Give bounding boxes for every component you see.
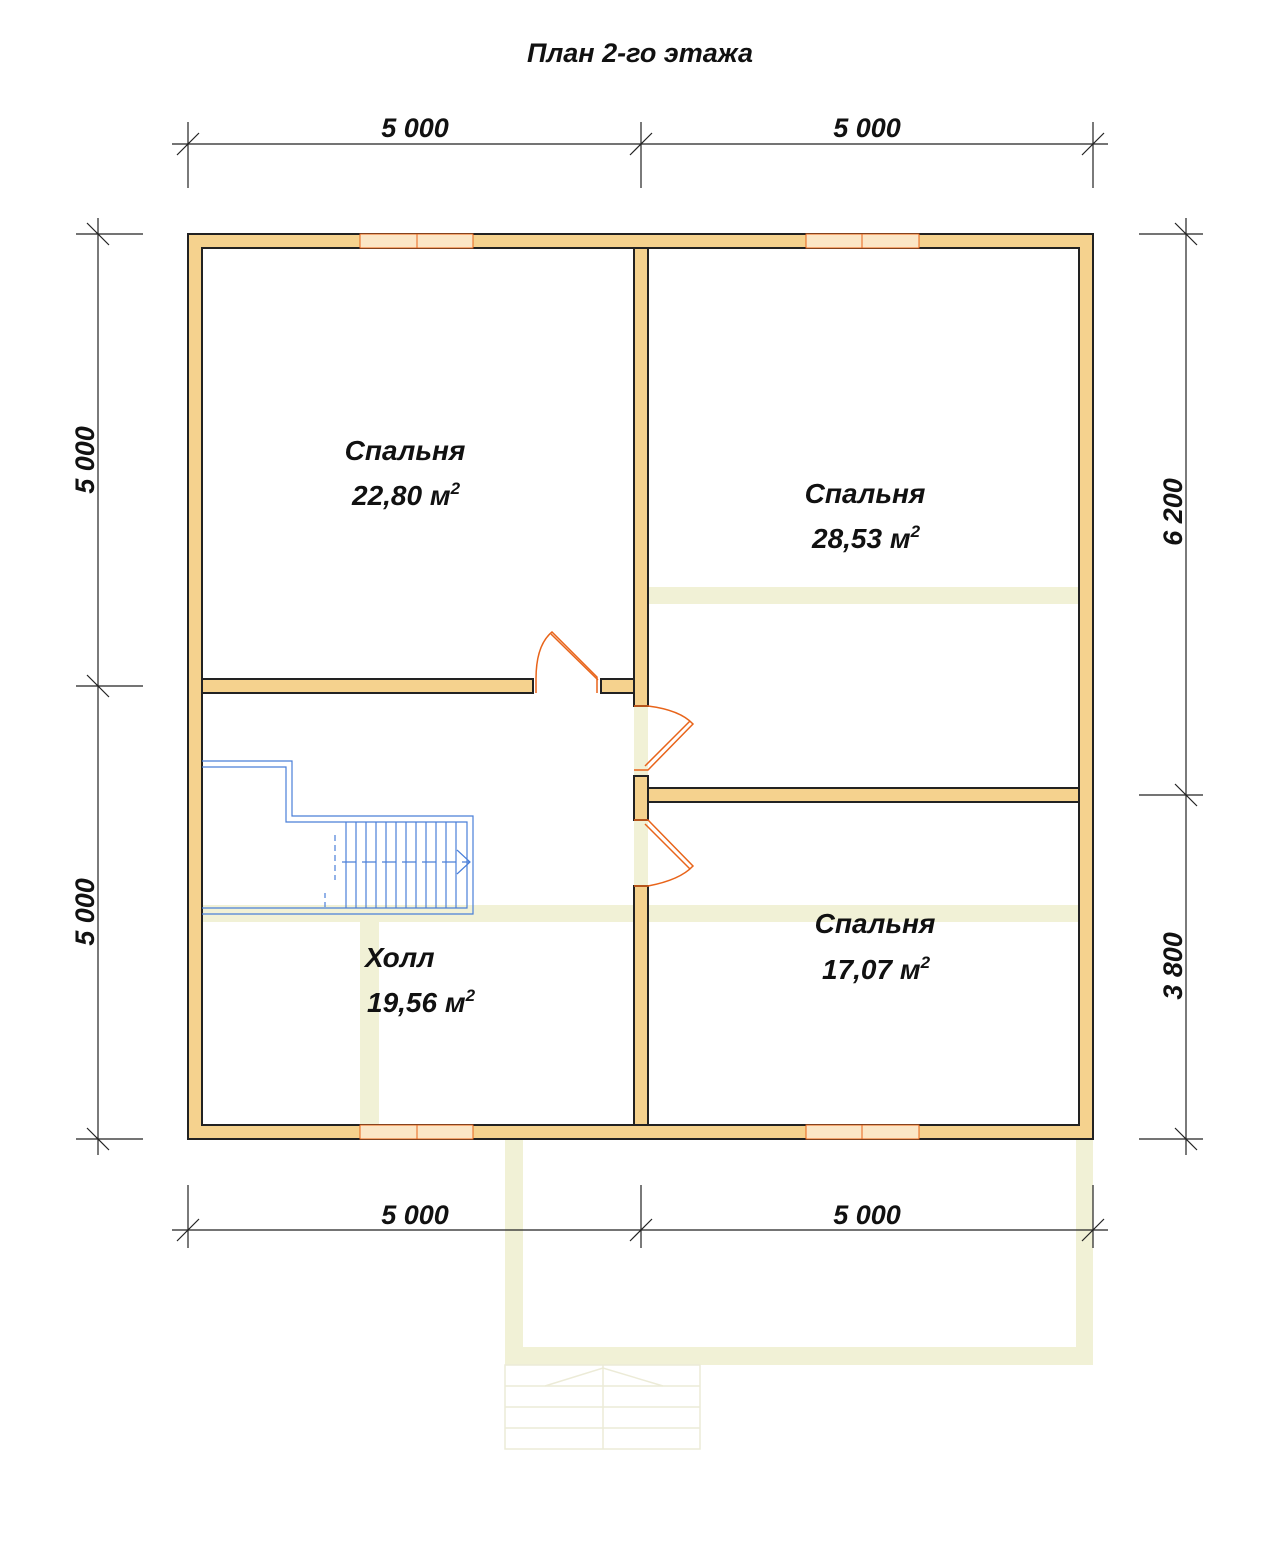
- dim-top-right: 5 000: [833, 113, 901, 143]
- dim-top-left: 5 000: [381, 113, 449, 143]
- dimension-lines: [76, 122, 1203, 1248]
- room-area-hall: 19,56 м2: [367, 986, 476, 1018]
- room-area-bedroom-1: 22,80 м2: [351, 479, 461, 511]
- walls: [187, 233, 1094, 1140]
- dim-left-upper: 5 000: [70, 426, 100, 494]
- terrace-outline: [505, 1138, 1093, 1365]
- dim-left-lower: 5 000: [70, 878, 100, 946]
- room-name-hall: Холл: [363, 942, 435, 973]
- dim-right-lower: 3 800: [1158, 932, 1188, 1000]
- dim-bottom-right: 5 000: [833, 1200, 901, 1230]
- doors: [535, 630, 695, 887]
- dim-bottom-left: 5 000: [381, 1200, 449, 1230]
- outdoor-steps: [504, 1364, 701, 1450]
- dim-right-upper: 6 200: [1158, 478, 1188, 546]
- plan-title: План 2-го этажа: [527, 38, 753, 68]
- room-name-bedroom-3: Спальня: [815, 908, 936, 939]
- room-name-bedroom-2: Спальня: [805, 478, 926, 509]
- room-area-bedroom-2: 28,53 м2: [811, 522, 921, 554]
- staircase: [202, 760, 474, 915]
- room-area-bedroom-3: 17,07 м2: [822, 953, 931, 985]
- room-name-bedroom-1: Спальня: [345, 435, 466, 466]
- windows: [359, 233, 920, 1140]
